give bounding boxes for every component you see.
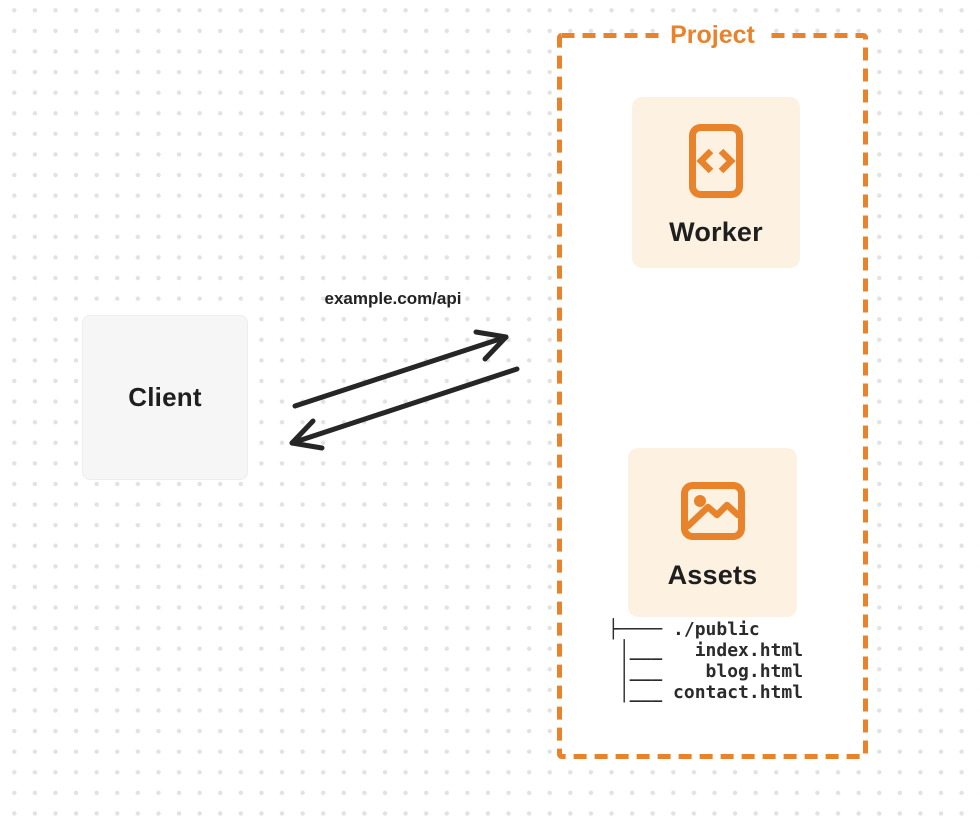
request-arrowhead	[473, 329, 509, 362]
worker-label: Worker	[669, 217, 763, 247]
response-arrow	[289, 366, 520, 446]
project-title: Project	[661, 19, 764, 51]
client-node: Client	[82, 315, 248, 480]
assets-label: Assets	[667, 560, 758, 590]
image-icon	[680, 482, 745, 540]
request-arrow	[292, 334, 509, 409]
project-boundary: Project Worker Assets ├──── ./public │__…	[557, 19, 868, 759]
worker-node: Worker	[632, 97, 800, 268]
assets-node: Assets	[628, 448, 797, 617]
code-file-icon	[689, 124, 743, 198]
client-label: Client	[128, 382, 202, 412]
request-url-label: example.com/api	[324, 289, 462, 308]
response-arrowhead	[289, 418, 325, 451]
assets-file-tree: ├──── ./public │___ index.html │___ blog…	[608, 619, 804, 703]
